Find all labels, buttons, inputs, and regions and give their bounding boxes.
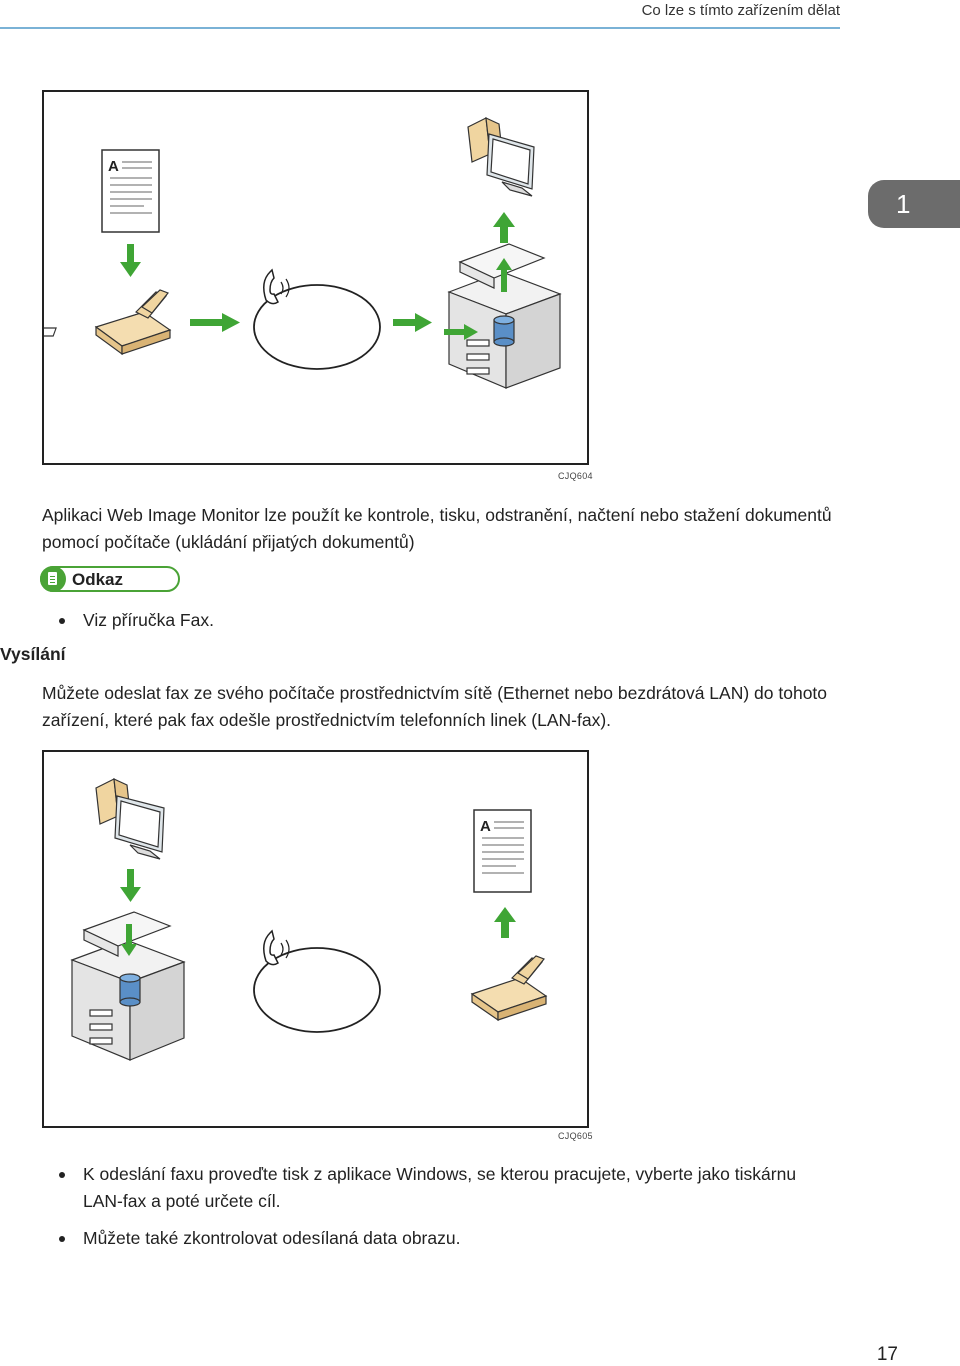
storage-database-icon bbox=[119, 973, 141, 1007]
arrow-down-icon bbox=[121, 924, 137, 956]
fax-machine-icon bbox=[470, 955, 548, 1022]
document-icon: A bbox=[101, 149, 160, 233]
figure-receive-store: A bbox=[42, 90, 589, 465]
paragraph-lan-fax: Můžete odeslat fax ze svého počítače pro… bbox=[42, 683, 828, 730]
header-rule bbox=[0, 27, 840, 29]
chapter-tab: 1 bbox=[868, 180, 960, 228]
reference-item: Viz příručka Fax. bbox=[59, 607, 840, 634]
computer-icon bbox=[95, 778, 165, 860]
page-number: 17 bbox=[876, 1344, 898, 1365]
telephone-line-icon bbox=[253, 268, 381, 370]
reference-badge: Odkaz bbox=[40, 566, 180, 592]
fax-machine-icon bbox=[44, 289, 172, 356]
computer-icon bbox=[467, 117, 535, 197]
list-item: Můžete také zkontrolovat odesílaná data … bbox=[59, 1225, 840, 1252]
running-header: Co lze s tímto zařízením dělat bbox=[641, 2, 840, 19]
arrow-right-icon bbox=[444, 324, 478, 340]
figure-id: CJQ604 bbox=[558, 471, 593, 481]
arrow-down-icon bbox=[120, 869, 141, 902]
figure-lan-fax: A bbox=[42, 750, 589, 1128]
arrow-up-icon bbox=[494, 907, 516, 938]
list-item: K odeslání faxu proveďte tisk z aplikace… bbox=[59, 1161, 840, 1215]
arrow-right-icon bbox=[393, 313, 432, 332]
arrow-right-icon bbox=[190, 313, 240, 332]
figure-lan-fax-illustration: A bbox=[70, 778, 548, 1061]
arrow-up-icon bbox=[496, 258, 512, 292]
document-icon: A bbox=[473, 809, 532, 893]
reference-icon bbox=[40, 566, 66, 592]
arrow-up-icon bbox=[493, 212, 515, 243]
document-letter: A bbox=[480, 818, 491, 835]
figure-receive-store-illustration: A bbox=[44, 117, 562, 389]
side-heading: Vysílání bbox=[0, 644, 66, 664]
storage-database-icon bbox=[493, 315, 515, 347]
arrow-down-icon bbox=[120, 244, 141, 277]
figure-id: CJQ605 bbox=[558, 1131, 593, 1141]
reference-label: Odkaz bbox=[72, 570, 124, 589]
paragraph-web-image-monitor: Aplikaci Web Image Monitor lze použít ke… bbox=[42, 505, 832, 552]
document-letter: A bbox=[108, 158, 119, 175]
multifunction-printer-icon bbox=[70, 911, 186, 1061]
telephone-line-icon bbox=[253, 929, 381, 1033]
multifunction-printer-icon bbox=[447, 243, 562, 389]
